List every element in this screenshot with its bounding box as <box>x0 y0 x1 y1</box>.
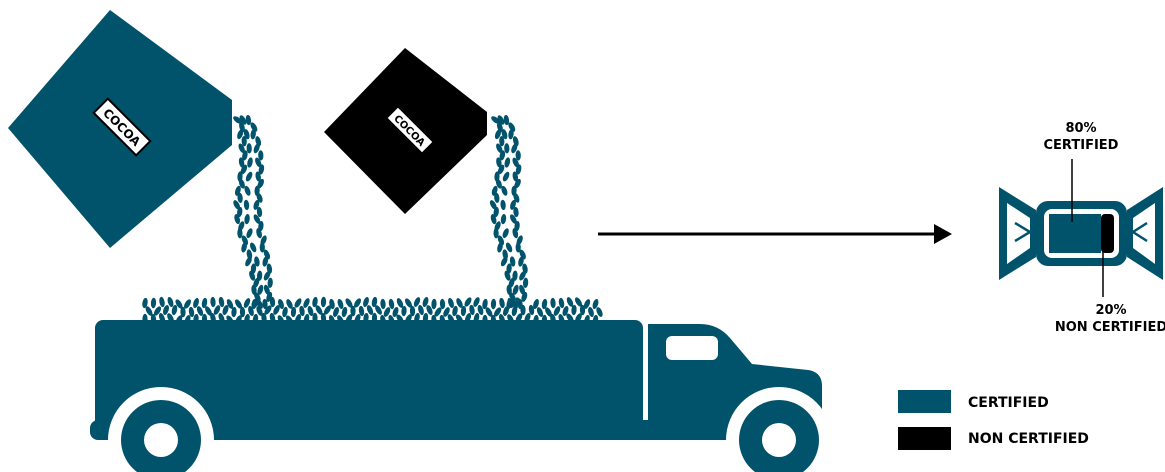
cocoa-bean-icon <box>245 227 254 239</box>
chocolate-bar-share <box>1049 214 1114 253</box>
cocoa-bean-icon <box>504 143 510 154</box>
cocoa-bean-icon <box>244 214 251 225</box>
cocoa-bean-icon <box>501 171 510 183</box>
legend-label-non-certified: NON CERTIFIED <box>968 431 1089 447</box>
cocoa-bean-icon <box>491 299 497 310</box>
truck-icon <box>90 320 832 472</box>
certified-share-fill <box>1049 214 1101 253</box>
cocoa-bean-icon <box>151 298 157 309</box>
non-certified-caption: NON CERTIFIED <box>1055 320 1165 335</box>
chocolate-bar-icon <box>999 187 1163 280</box>
cocoa-bean-icon <box>246 157 253 168</box>
cocoa-bean-icon <box>500 214 507 225</box>
cocoa-bean-icon <box>321 297 327 308</box>
legend-label-certified: CERTIFIED <box>968 395 1049 411</box>
legend-swatch-certified <box>898 390 951 413</box>
non-certified-cocoa-bag-icon: COCOA <box>324 48 487 214</box>
arrow-right-icon <box>598 224 952 244</box>
legend-swatch-non-certified <box>898 427 951 450</box>
cocoa-bean-icon <box>498 297 505 308</box>
certified-percent: 80% <box>1065 121 1096 136</box>
cocoa-bean-icon <box>380 299 386 310</box>
cocoa-bean-icon <box>501 227 510 239</box>
cocoa-bean-icon <box>523 277 529 288</box>
cocoa-bean-icon <box>550 298 556 309</box>
cocoa-bean-icon <box>210 297 216 308</box>
cocoa-bean-icon <box>244 171 253 183</box>
cocoa-bean-icon <box>447 297 455 308</box>
legend: CERTIFIED NON CERTIFIED <box>898 390 1089 450</box>
cocoa-bean-icon <box>431 299 437 310</box>
certified-caption: CERTIFIED <box>1044 138 1119 153</box>
non-certified-percent: 20% <box>1095 303 1126 318</box>
cocoa-bean-icon <box>158 296 165 307</box>
certified-cocoa-bag-icon: COCOA <box>8 10 232 248</box>
cocoa-bean-icon <box>500 199 506 210</box>
cocoa-bean-stream-certified <box>232 114 273 310</box>
cocoa-bean-stream-non-certified <box>489 114 529 310</box>
cocoa-bean-icon <box>243 199 249 210</box>
cocoa-bean-icon <box>504 157 511 168</box>
